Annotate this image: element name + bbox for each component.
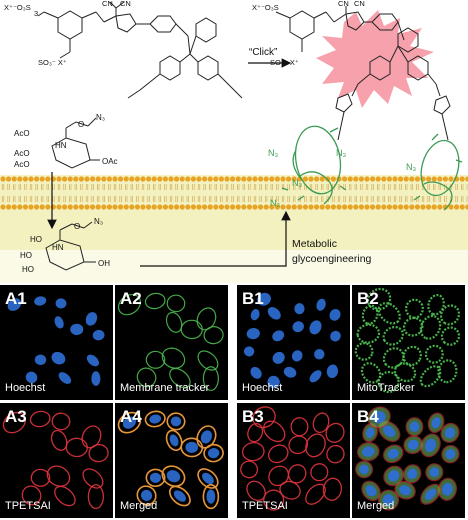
panel-a1-caption: Hoechst	[5, 382, 46, 394]
sugar-top-hn: HN	[55, 141, 67, 150]
b1-image	[243, 292, 341, 389]
panel-a2: A2 Membrane tracker	[115, 285, 228, 400]
reaction-scheme: X⁺⁻O₃S 3 SO₃⁻ X⁺ CN CN “Click” X	[0, 0, 468, 283]
a1-image	[7, 296, 105, 386]
sugar-bottom-n3: N₃	[94, 217, 103, 226]
tpetsai-molecule	[37, 1, 243, 99]
ho-1: HO	[30, 235, 42, 244]
surface-glycans	[281, 125, 463, 211]
ho-3: HO	[22, 265, 34, 274]
microscopy-grid: A1 Hoechst A2 Membrane tracker B1 Hoechs…	[0, 283, 468, 520]
sugar-bottom-oh: OH	[98, 259, 110, 268]
panel-b3-caption: TPETSAI	[242, 500, 288, 512]
sugar-top-n3: N₃	[96, 113, 105, 122]
glycan-azide-2: N₃	[336, 148, 346, 158]
cn-label-3: CN	[338, 0, 349, 8]
b3-image	[240, 406, 345, 511]
panel-b4: B4 Merged	[352, 403, 465, 518]
panel-a3: A3 TPETSAI	[0, 403, 113, 518]
panel-a4-caption: Merged	[120, 500, 158, 512]
panel-b1: B1 Hoechst	[237, 285, 350, 400]
cn-label-2: CN	[120, 0, 131, 8]
glycan-azide-1: N₃	[268, 148, 278, 158]
sulfonate-left: SO₃⁻ X⁺	[38, 58, 67, 67]
panel-b1-label: B1	[242, 289, 264, 308]
glycan-azide-3: N₃	[292, 178, 302, 188]
panel-a3-caption: TPETSAI	[5, 500, 51, 512]
panel-b3-label: B3	[242, 407, 264, 426]
counter-ion-left: X⁺⁻O₃S	[4, 3, 31, 12]
panel-a1-label: A1	[5, 289, 27, 308]
chain-subscript-left: 3	[34, 9, 38, 18]
cn-label-4: CN	[354, 0, 365, 8]
panel-b2-caption: MitoTracker	[357, 382, 415, 394]
sulfonate-right: SO₃⁻ X⁺	[270, 58, 299, 67]
cn-label-1: CN	[102, 0, 113, 8]
lipid-bilayer	[0, 176, 468, 210]
b4-image	[355, 406, 460, 511]
panel-a1: A1 Hoechst	[0, 285, 113, 400]
glycan-azide-5: N₃	[406, 162, 416, 172]
glycan-azide-4: N₃	[270, 198, 280, 208]
a3-image	[2, 410, 109, 510]
aco-2: AcO	[14, 149, 30, 158]
sugar-top-o: O	[78, 120, 84, 129]
aco-3: AcO	[14, 160, 30, 169]
click-label: “Click”	[249, 47, 277, 58]
a4-image	[117, 410, 224, 510]
b2-image	[354, 287, 461, 394]
counter-ion-right: X⁺⁻O₃S	[252, 3, 279, 12]
acetylated-azido-sugar: AcO AcO AcO HN O N₃ OAc	[14, 113, 118, 169]
sugar-bottom-hn: HN	[52, 243, 64, 252]
metabolic-label: Metabolic	[292, 238, 337, 250]
glycoengineering-label: glycoengineering	[292, 253, 372, 265]
panel-b4-caption: Merged	[357, 500, 395, 512]
panel-a4-label: A4	[120, 407, 142, 426]
panel-a3-label: A3	[5, 407, 27, 426]
panel-b1-caption: Hoechst	[242, 382, 283, 394]
clicked-molecule	[275, 6, 451, 141]
sugar-top-oac: OAc	[102, 157, 118, 166]
azido-sugar: HO HO HO HN O N₃ OH	[20, 217, 110, 274]
sugar-bottom-o: O	[74, 222, 80, 231]
panel-b2-label: B2	[357, 289, 379, 308]
aco-1: AcO	[14, 129, 30, 138]
panel-a4: A4 Merged	[115, 403, 228, 518]
scheme-svg: X⁺⁻O₃S 3 SO₃⁻ X⁺ CN CN “Click” X	[0, 0, 468, 283]
a2-image	[117, 292, 224, 392]
panel-b2: B2 MitoTracker	[352, 285, 465, 400]
ho-2: HO	[20, 251, 32, 260]
panel-a2-label: A2	[120, 289, 142, 308]
panel-b3: B3 TPETSAI	[237, 403, 350, 518]
panel-a2-caption: Membrane tracker	[120, 382, 210, 394]
panel-b4-label: B4	[357, 407, 379, 426]
glycoengineering-arrow	[140, 210, 291, 267]
